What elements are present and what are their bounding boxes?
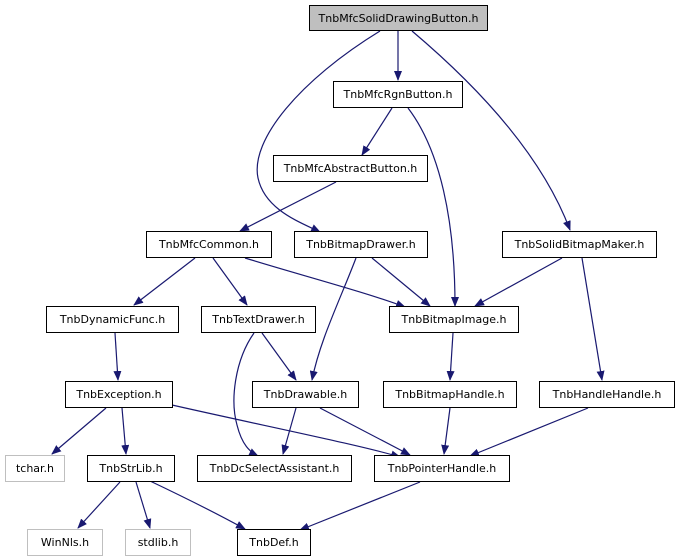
edge-solid-bitmap-maker-to-bitmap-image bbox=[474, 257, 563, 307]
edge-text-drawer-to-dc-select-assistant bbox=[233, 332, 259, 457]
edge-rgn-button-to-abstract-button bbox=[361, 107, 393, 156]
node-bitmap-image[interactable]: TnbBitmapImage.h bbox=[389, 306, 519, 333]
node-root[interactable]: TnbMfcSolidDrawingButton.h bbox=[309, 5, 488, 31]
node-tchar[interactable]: tchar.h bbox=[5, 455, 65, 482]
node-def[interactable]: TnbDef.h bbox=[237, 529, 311, 556]
edge-drawable-to-pointer-handle bbox=[319, 407, 411, 456]
node-dynamic-func[interactable]: TnbDynamicFunc.h bbox=[46, 306, 179, 333]
edge-str-lib-to-stdlib bbox=[135, 481, 152, 529]
node-solid-bitmap-maker[interactable]: TnbSolidBitmapMaker.h bbox=[502, 231, 657, 258]
node-bitmap-drawer[interactable]: TnbBitmapDrawer.h bbox=[294, 231, 428, 258]
edge-dynamic-func-to-exception bbox=[113, 332, 122, 381]
edge-mfc-common-to-dynamic-func bbox=[133, 257, 196, 306]
node-abstract-button[interactable]: TnbMfcAbstractButton.h bbox=[273, 155, 428, 182]
node-stdlib[interactable]: stdlib.h bbox=[125, 529, 191, 556]
edge-root-to-solid-bitmap-maker bbox=[411, 30, 571, 231]
edge-drawable-to-dc-select-assistant bbox=[281, 407, 297, 455]
node-str-lib[interactable]: TnbStrLib.h bbox=[87, 455, 175, 482]
edge-handle-handle-to-pointer-handle bbox=[469, 407, 589, 457]
edge-mfc-common-to-bitmap-image bbox=[244, 257, 406, 308]
node-rgn-button[interactable]: TnbMfcRgnButton.h bbox=[333, 81, 463, 108]
node-handle-handle[interactable]: TnbHandleHandle.h bbox=[539, 381, 675, 408]
node-mfc-common[interactable]: TnbMfcCommon.h bbox=[146, 231, 272, 258]
node-winnls[interactable]: WinNls.h bbox=[27, 529, 103, 556]
node-text-drawer[interactable]: TnbTextDrawer.h bbox=[201, 306, 316, 333]
edge-bitmap-drawer-to-bitmap-image bbox=[371, 257, 431, 307]
edge-bitmap-drawer-to-drawable bbox=[309, 257, 357, 381]
edge-abstract-button-to-mfc-common bbox=[239, 181, 337, 232]
edge-pointer-handle-to-def bbox=[299, 481, 421, 531]
edge-exception-to-pointer-handle bbox=[171, 404, 401, 459]
edge-exception-to-tchar bbox=[51, 407, 107, 455]
node-dc-select-assistant[interactable]: TnbDcSelectAssistant.h bbox=[197, 455, 352, 482]
edge-solid-bitmap-maker-to-handle-handle bbox=[581, 257, 605, 381]
edge-bitmap-image-to-bitmap-handle bbox=[446, 332, 455, 381]
node-drawable[interactable]: TnbDrawable.h bbox=[252, 381, 359, 408]
node-exception[interactable]: TnbException.h bbox=[65, 381, 173, 408]
node-bitmap-handle[interactable]: TnbBitmapHandle.h bbox=[383, 381, 517, 408]
edge-text-drawer-to-drawable bbox=[261, 332, 297, 381]
edge-root-to-bitmap-drawer bbox=[256, 30, 381, 233]
edge-exception-to-str-lib bbox=[121, 407, 130, 455]
edge-rgn-button-to-bitmap-image bbox=[407, 107, 459, 307]
edge-str-lib-to-def bbox=[149, 480, 246, 530]
node-pointer-handle[interactable]: TnbPointerHandle.h bbox=[374, 455, 510, 482]
edge-bitmap-handle-to-pointer-handle bbox=[441, 407, 451, 455]
edge-mfc-common-to-text-drawer bbox=[212, 257, 248, 306]
edge-str-lib-to-winnls bbox=[77, 481, 121, 529]
